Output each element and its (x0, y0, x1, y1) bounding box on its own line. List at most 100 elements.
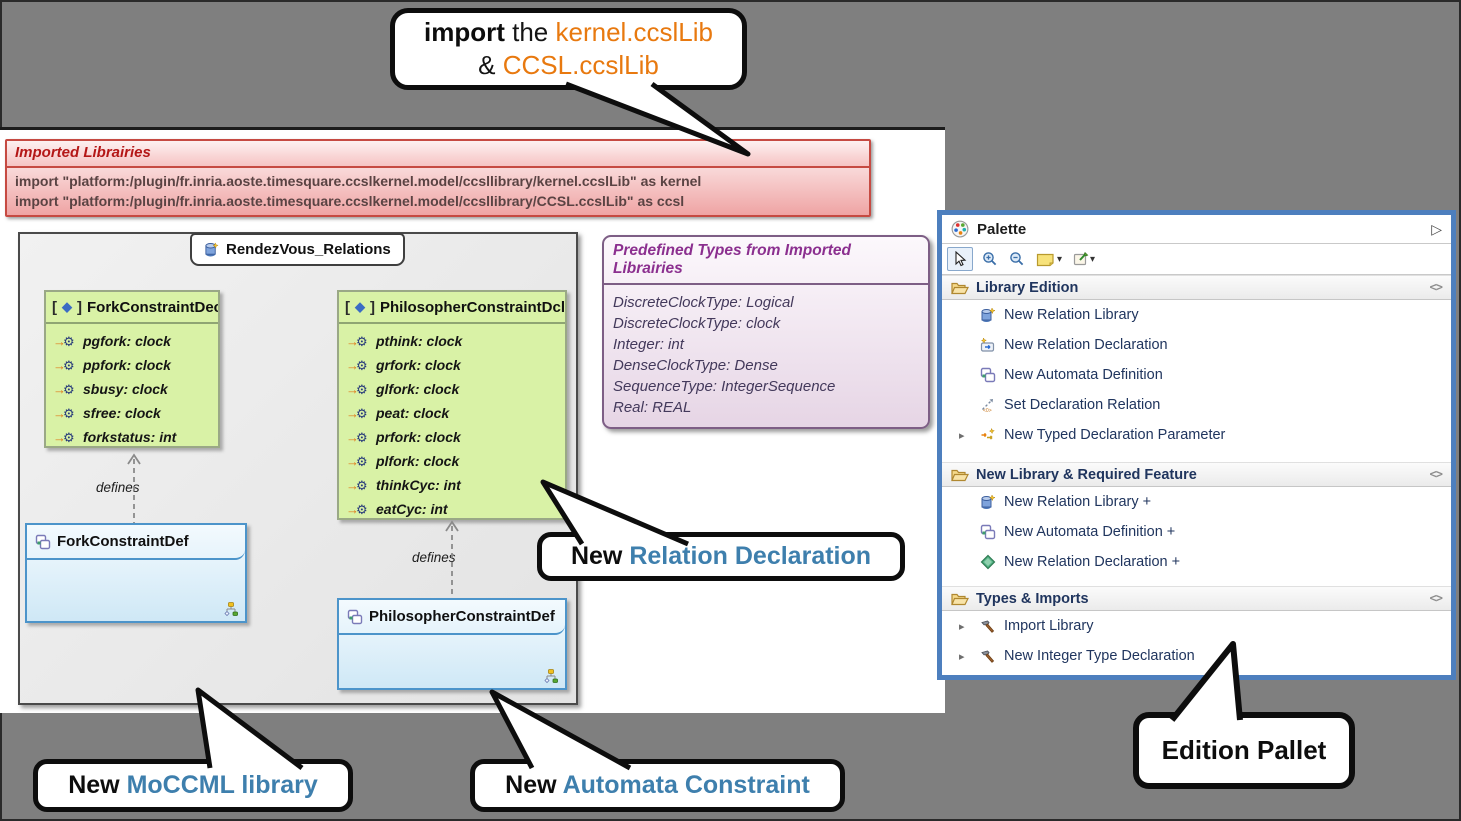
collapse-palette-icon[interactable]: ▷ (1431, 220, 1442, 237)
import-statement: import "platform:/plugin/fr.inria.aoste.… (15, 193, 685, 209)
attribute-row[interactable]: →⚙peat: clock (346, 405, 450, 421)
automata-icon (980, 524, 996, 540)
attribute-row[interactable]: →⚙forkstatus: int (53, 429, 177, 445)
hammer-icon (981, 620, 995, 633)
class-philosopher-constraint-def[interactable]: PhilosopherConstraintDef (337, 598, 567, 690)
bracket-icon: [ (345, 298, 350, 316)
expander-icon[interactable]: ▸ (959, 620, 965, 633)
attribute-row[interactable]: →⚙plfork: clock (346, 453, 460, 469)
zoom-in-tool[interactable] (980, 247, 1000, 271)
class-header: [◆] ForkConstraintDecl (46, 292, 218, 324)
palette-item-new-relation-declaration[interactable]: New Relation Declaration (942, 330, 1451, 360)
attribute-icon: →⚙ (346, 453, 368, 469)
palette-item-import-library[interactable]: ▸ Import Library (959, 618, 1094, 634)
attribute-icon: →⚙ (346, 501, 368, 517)
attribute-row[interactable]: →⚙grfork: clock (346, 357, 461, 373)
predefined-types-panel[interactable]: Predefined Types from Imported Librairie… (602, 235, 930, 429)
palette-item-new-relation-declaration-plus[interactable]: New Relation Declaration + (942, 547, 1451, 577)
pin-section-icon[interactable]: <> (1429, 280, 1443, 294)
palette-section-types-imports[interactable]: Types & Imports <> (942, 586, 1451, 611)
note-icon (1036, 253, 1054, 267)
attribute-row[interactable]: →⚙thinkCyc: int (346, 477, 461, 493)
palette-item-new-relation-library-plus[interactable]: New Relation Library + (942, 487, 1451, 517)
class-header: ForkConstraintDef (27, 525, 245, 560)
imported-libraries-title: Imported Librairies (7, 141, 869, 168)
green-diamond-icon (980, 554, 996, 570)
palette-title: Palette (977, 220, 1027, 238)
palette-toolbar: ▾ ▾ (942, 244, 1451, 275)
attribute-icon: →⚙ (346, 429, 368, 445)
predefined-type: SequenceType: IntegerSequence (613, 378, 836, 395)
section-label: Library Edition (976, 279, 1079, 296)
callout-new-relation-declaration: New Relation Declaration (537, 532, 905, 581)
class-name: ForkConstraintDecl (87, 298, 218, 316)
pin-section-icon[interactable]: <> (1429, 467, 1443, 481)
cursor-icon (955, 251, 967, 267)
predefined-types-body: DiscreteClockType: Logical DiscreteClock… (604, 285, 928, 427)
subdiagram-icon[interactable] (223, 601, 239, 617)
attribute-row[interactable]: →⚙sbusy: clock (53, 381, 168, 397)
automata-icon (980, 367, 996, 383)
relation-library-icon (981, 307, 996, 322)
pin-section-icon[interactable]: <> (1429, 591, 1443, 605)
attribute-row[interactable]: →⚙sfree: clock (53, 405, 161, 421)
attribute-row[interactable]: →⚙pthink: clock (346, 333, 463, 349)
dropdown-icon[interactable]: ▾ (1090, 253, 1096, 265)
palette-item-new-automata-definition-plus[interactable]: New Automata Definition + (942, 517, 1451, 547)
attribute-row[interactable]: →⚙ppfork: clock (53, 357, 171, 373)
class-name: PhilosopherConstraintDcl (380, 298, 565, 316)
expander-icon[interactable]: ▸ (959, 429, 965, 442)
class-fork-constraint-def[interactable]: ForkConstraintDef (25, 523, 247, 623)
note-tool[interactable]: ▾ (1034, 247, 1064, 271)
imported-libraries-panel[interactable]: Imported Librairies import "platform:/pl… (5, 139, 871, 217)
attribute-icon: →⚙ (53, 429, 75, 445)
zoom-in-icon (983, 252, 997, 266)
class-philosopher-constraint-dcl[interactable]: [◆] PhilosopherConstraintDcl →⚙pthink: c… (337, 290, 567, 520)
attribute-icon: →⚙ (346, 333, 368, 349)
palette-item-new-automata-definition[interactable]: New Automata Definition (942, 360, 1451, 390)
attribute-row[interactable]: →⚙glfork: clock (346, 381, 460, 397)
callout-edition-pallet: Edition Pallet (1133, 712, 1355, 789)
relation-library-icon (981, 494, 996, 509)
predefined-types-title: Predefined Types from Imported Librairie… (604, 237, 928, 285)
attribute-row[interactable]: →⚙prfork: clock (346, 429, 461, 445)
library-icon (205, 242, 219, 257)
predefined-type: DenseClockType: Dense (613, 357, 778, 374)
palette-item-new-typed-declaration-parameter[interactable]: ▸ New Typed Declaration Parameter (959, 427, 1226, 443)
expander-icon[interactable]: ▸ (959, 650, 965, 663)
class-header: PhilosopherConstraintDef (339, 600, 565, 635)
class-fork-constraint-decl[interactable]: [◆] ForkConstraintDecl →⚙pgfork: clock →… (44, 290, 220, 448)
class-header: [◆] PhilosopherConstraintDcl (339, 292, 565, 324)
palette-item-set-declaration-relation[interactable]: <0> Set Declaration Relation (942, 390, 1451, 420)
svg-text:<0>: <0> (983, 408, 992, 413)
zoom-out-tool[interactable] (1007, 247, 1027, 271)
palette-item-new-relation-library[interactable]: New Relation Library (942, 300, 1451, 330)
folder-icon (951, 593, 969, 605)
attribute-row[interactable]: →⚙eatCyc: int (346, 501, 448, 517)
select-tool[interactable] (947, 247, 973, 271)
attribute-row[interactable]: →⚙pgfork: clock (53, 333, 171, 349)
imported-libraries-body: import "platform:/plugin/fr.inria.aoste.… (7, 168, 869, 215)
palette-icon (951, 220, 969, 238)
class-name: ForkConstraintDef (57, 533, 189, 550)
palette-section-new-library-required-feature[interactable]: New Library & Required Feature <> (942, 462, 1451, 487)
automata-icon (347, 609, 363, 624)
dropdown-icon[interactable]: ▾ (1057, 253, 1063, 265)
callout-new-automata-constraint: New Automata Constraint (470, 759, 845, 812)
attribute-icon: →⚙ (53, 357, 75, 373)
predefined-type: DiscreteClockType: Logical (613, 294, 794, 311)
subdiagram-icon[interactable] (543, 668, 559, 684)
zoom-out-icon (1010, 252, 1024, 266)
palette-header[interactable]: Palette ▷ (942, 215, 1451, 244)
package-tab[interactable]: RendezVous_Relations (190, 233, 405, 266)
folder-icon (951, 282, 969, 294)
pinned-note-tool[interactable]: ▾ (1071, 247, 1097, 271)
callout-new-moccml-library: New MoCCML library (33, 759, 353, 812)
predefined-type: Real: REAL (613, 399, 692, 416)
bracket-icon: ] (370, 298, 375, 316)
edge-label-defines: defines (412, 550, 456, 565)
palette-item-new-integer-type-declaration[interactable]: ▸ New Integer Type Declaration (959, 648, 1195, 664)
palette-panel: Palette ▷ (937, 210, 1456, 680)
palette-section-library-edition[interactable]: Library Edition <> (942, 275, 1451, 300)
